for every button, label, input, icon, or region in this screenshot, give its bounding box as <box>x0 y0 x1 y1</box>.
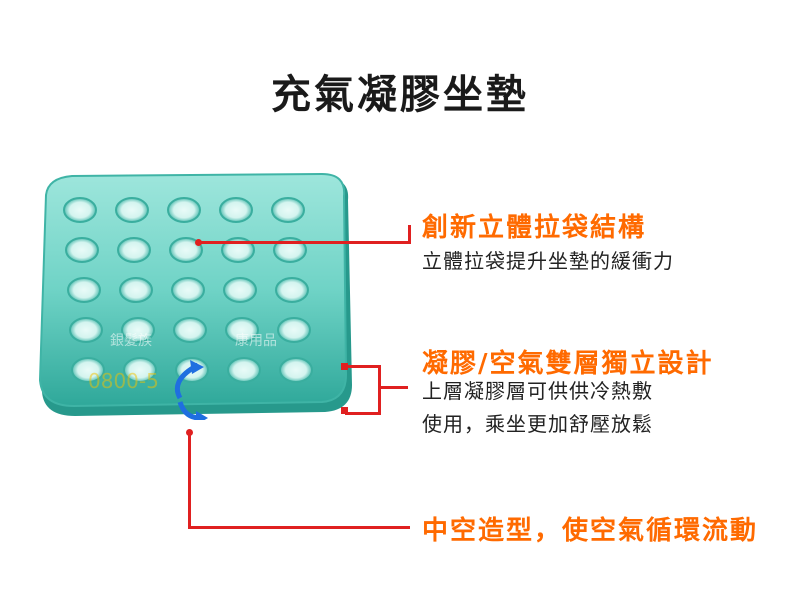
cushion-hole <box>225 317 259 343</box>
leader-line-3-vertical <box>188 432 191 529</box>
cushion-hole <box>121 317 155 343</box>
watermark-phone: 0800-5 <box>88 369 159 393</box>
air-circulation-icon <box>174 360 208 420</box>
cushion-hole <box>71 357 105 383</box>
cushion-hole <box>167 197 201 223</box>
feature-title-pull-bag: 創新立體拉袋結構 <box>422 213 647 243</box>
cushion-hole <box>119 277 153 303</box>
cushion-hole <box>271 197 305 223</box>
watermark-extra: 康用品 <box>235 332 277 349</box>
bracket-gel-air <box>345 365 381 415</box>
cushion-hole <box>115 197 149 223</box>
cushion-hole <box>173 317 207 343</box>
cushion-hole <box>65 237 99 263</box>
watermark-name: 銀髮族 <box>110 333 152 349</box>
cushion-hole <box>63 197 97 223</box>
cushion-hole <box>227 357 261 383</box>
feature-title-hollow-design: 中空造型，使空氣循環流動 <box>422 516 759 546</box>
cushion-hole <box>123 357 157 383</box>
cushion-holes <box>63 197 313 383</box>
cushion-hole <box>279 357 313 383</box>
cushion-hole <box>275 277 309 303</box>
leader-line-1 <box>198 241 410 244</box>
cushion-hole <box>171 277 205 303</box>
feature-title-dual-layer: 凝膠/空氣雙層獨立設計 <box>422 349 714 379</box>
leader-line-2 <box>378 386 408 389</box>
leader-line-3-horizontal <box>188 526 410 529</box>
feature-desc-dual-layer-line1: 上層凝膠層可供供冷熱敷 <box>422 379 653 403</box>
cushion-hole <box>273 237 307 263</box>
cushion-hole <box>67 277 101 303</box>
cushion-hole <box>117 237 151 263</box>
cushion-hole <box>219 197 253 223</box>
page-title: 充氣凝膠坐墊 <box>271 72 529 118</box>
cushion-hole <box>277 317 311 343</box>
cushion-hole <box>169 237 203 263</box>
cushion-hole <box>223 277 257 303</box>
leader-line-1-drop <box>408 225 411 244</box>
leader-square-bottom <box>341 407 348 414</box>
feature-desc-pull-bag: 立體拉袋提升坐墊的緩衝力 <box>422 249 674 273</box>
cushion-hole <box>69 317 103 343</box>
leader-square-top <box>341 363 348 370</box>
cushion-hole <box>221 237 255 263</box>
feature-desc-dual-layer-line2: 使用，乘坐更加舒壓放鬆 <box>422 412 653 436</box>
gel-cushion-image: 銀髮族 康用品 0800-5 <box>38 172 352 420</box>
